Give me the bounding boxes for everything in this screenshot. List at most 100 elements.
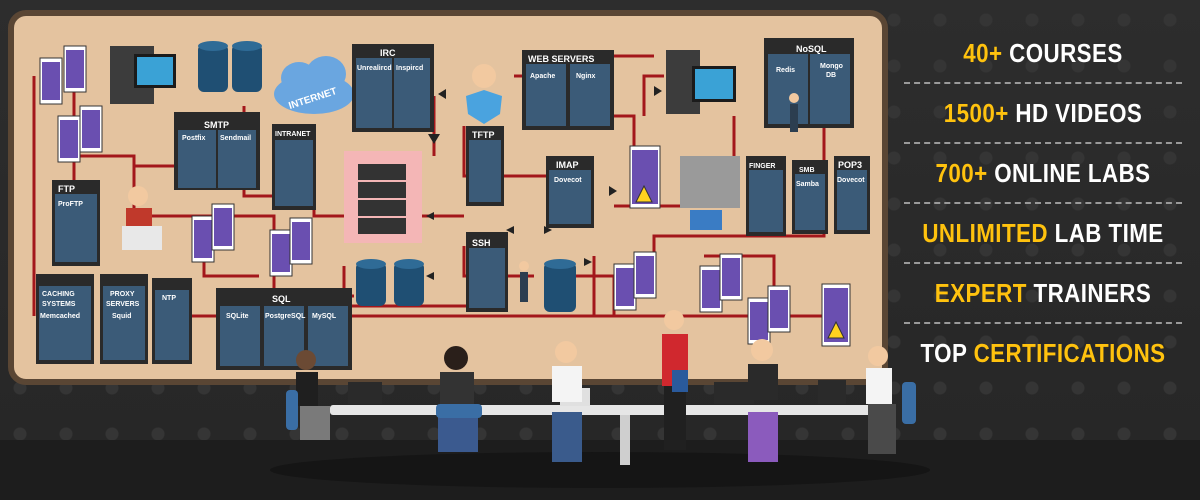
ntp-rack: NTP xyxy=(152,278,192,364)
caching-systems-rack: CACHING SYSTEMS Memcached xyxy=(36,274,94,364)
feature-hd-videos: 1500+ HD VIDEOS xyxy=(918,84,1167,142)
proxy-label-2: SERVERS xyxy=(106,301,140,308)
imap-rack: IMAP Dovecot xyxy=(546,156,594,228)
ssh-label: SSH xyxy=(472,238,491,248)
pop3-label: POP3 xyxy=(838,160,862,170)
feature-text: COURSES xyxy=(1002,37,1123,68)
divider xyxy=(904,82,1182,84)
sqlite-label: SQLite xyxy=(226,313,249,320)
attendee-figure xyxy=(552,341,582,462)
network-diagram: INTERNET xyxy=(32,38,870,370)
feature-certifications: TOP CERTIFICATIONS xyxy=(918,324,1167,382)
finger-label: FINGER xyxy=(749,163,775,170)
divider xyxy=(904,322,1182,324)
feature-highlight: CERTIFICATIONS xyxy=(973,337,1166,368)
imap-label: IMAP xyxy=(556,160,579,170)
attendee-figure xyxy=(748,339,778,462)
tftp-label: TFTP xyxy=(472,130,495,140)
laptop-icon xyxy=(348,380,846,406)
unrealircd-label: Unrealircd xyxy=(357,65,392,72)
chair-icon xyxy=(286,382,916,430)
intranet-rack: INTRANET xyxy=(272,124,316,210)
squid-label: Squid xyxy=(112,313,131,320)
server-stack-icon xyxy=(39,45,851,347)
divider xyxy=(904,262,1182,264)
feature-highlight: 1500+ xyxy=(943,97,1009,128)
sql-label: SQL xyxy=(272,294,291,304)
mongodb-label-2: DB xyxy=(826,72,836,79)
sql-rack: SQL SQLite PostgreSQL MySQL xyxy=(216,288,352,370)
irc-label: IRC xyxy=(380,48,396,58)
postfix-label: Postfix xyxy=(182,135,205,142)
web-servers-label: WEB SERVERS xyxy=(528,54,594,64)
mongodb-label-1: Mongo xyxy=(820,63,843,70)
feature-text: HD VIDEOS xyxy=(1008,97,1143,128)
redis-label: Redis xyxy=(776,67,795,74)
smtp-label: SMTP xyxy=(204,120,229,130)
blade-servers-icon xyxy=(680,156,740,230)
pop3-dovecot-label: Dovecot xyxy=(837,177,865,184)
feature-highlight: 40+ xyxy=(963,37,1003,68)
pop3-rack: POP3 Dovecot xyxy=(834,156,870,234)
feature-highlight: EXPERT xyxy=(934,277,1027,308)
security-shield-icon xyxy=(466,64,502,124)
postgresql-label: PostgreSQL xyxy=(265,313,306,320)
feature-text: LAB TIME xyxy=(1047,217,1164,248)
technician-figure xyxy=(519,261,529,302)
operator-figure xyxy=(122,186,162,250)
attendee-figure xyxy=(866,346,896,454)
nginx-label: Nginx xyxy=(576,73,596,80)
smtp-rack: SMTP Postfix Sendmail xyxy=(174,112,260,190)
proxy-label-1: PROXY xyxy=(110,291,135,298)
sendmail-label: Sendmail xyxy=(220,135,251,142)
feature-text: TRAINERS xyxy=(1026,277,1152,308)
presenter-figure xyxy=(662,310,688,450)
ntp-label: NTP xyxy=(162,295,176,302)
smb-rack: SMB Samba xyxy=(792,160,828,234)
feature-online-labs: 700+ ONLINE LABS xyxy=(918,144,1167,202)
apache-label: Apache xyxy=(530,73,555,80)
mysql-label: MySQL xyxy=(312,313,337,320)
feature-highlight: 700+ xyxy=(935,157,988,188)
proftp-label: ProFTP xyxy=(58,201,83,208)
samba-label: Samba xyxy=(796,181,819,188)
intranet-label: INTRANET xyxy=(275,131,311,138)
feature-list: 40+ COURSES 1500+ HD VIDEOS 700+ ONLINE … xyxy=(898,24,1188,382)
proxy-servers-rack: PROXY SERVERS Squid xyxy=(100,274,148,364)
ftp-rack: FTP ProFTP xyxy=(52,180,100,266)
tftp-rack: TFTP xyxy=(466,126,504,206)
feature-text: TOP xyxy=(920,337,974,368)
feature-highlight: UNLIMITED xyxy=(922,217,1048,248)
ssh-rack: SSH xyxy=(466,232,508,312)
feature-trainers: EXPERT TRAINERS xyxy=(918,264,1167,322)
divider xyxy=(904,142,1182,144)
feature-lab-time: UNLIMITED LAB TIME xyxy=(918,204,1167,262)
caching-label-1: CACHING xyxy=(42,291,75,298)
finger-rack: FINGER xyxy=(746,156,786,236)
nosql-label: NoSQL xyxy=(796,44,827,54)
ftp-label: FTP xyxy=(58,184,75,194)
attendee-figure xyxy=(438,346,478,452)
nosql-technician-figure xyxy=(789,93,799,132)
table-shadow xyxy=(270,452,930,488)
smb-label: SMB xyxy=(799,167,815,174)
memcached-label: Memcached xyxy=(40,313,80,320)
caching-label-2: SYSTEMS xyxy=(42,301,76,308)
monitor-icon xyxy=(110,46,736,114)
nosql-rack: NoSQL Redis Mongo DB xyxy=(764,38,854,128)
dovecot-label: Dovecot xyxy=(554,177,582,184)
network-diagram-board: INTERNET xyxy=(8,10,888,385)
divider xyxy=(904,202,1182,204)
feature-courses: 40+ COURSES xyxy=(918,24,1167,82)
conference-table xyxy=(330,405,890,415)
table-leg xyxy=(620,415,630,465)
database-icon xyxy=(198,41,576,312)
internet-cloud-icon: INTERNET xyxy=(274,56,354,114)
core-server-icon xyxy=(358,164,406,234)
attendee-figure xyxy=(296,350,330,440)
inspircd-label: Inspircd xyxy=(396,65,423,72)
feature-text: ONLINE LABS xyxy=(987,157,1151,188)
web-servers-rack: WEB SERVERS Apache Nginx xyxy=(522,50,614,130)
irc-rack: IRC Unrealircd Inspircd xyxy=(352,44,434,132)
